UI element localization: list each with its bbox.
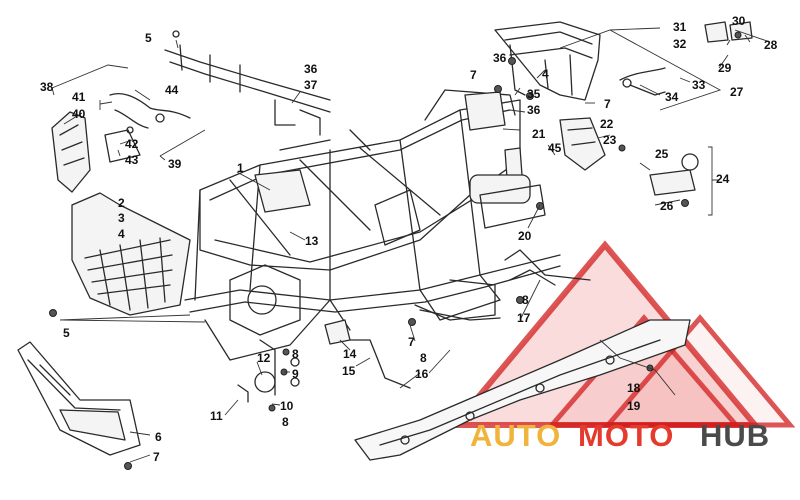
watermark-moto: MOTO — [578, 418, 674, 453]
callout-40: 40 — [72, 107, 86, 121]
callout-36: 36 — [527, 103, 541, 117]
front-grille — [71, 192, 191, 316]
callout-30: 30 — [732, 14, 746, 28]
callout-33: 33 — [692, 78, 706, 92]
watermark-wordmark: AUTO MOTO HUB — [470, 418, 770, 453]
callout-7: 7 — [153, 450, 160, 464]
callout-7: 7 — [470, 68, 477, 82]
rear-hitch-parts — [559, 21, 753, 196]
callout-29: 29 — [718, 61, 732, 75]
callout-35: 35 — [527, 87, 541, 101]
front-bumper — [17, 341, 141, 456]
upper-brackets — [164, 30, 331, 136]
callout-42: 42 — [125, 137, 139, 151]
callout-6: 6 — [155, 430, 162, 444]
callout-5: 5 — [145, 31, 152, 45]
callout-14: 14 — [343, 347, 357, 361]
callout-21: 21 — [532, 127, 546, 141]
group-brackets — [51, 27, 771, 216]
callout-8: 8 — [282, 415, 289, 429]
watermark-auto: AUTO — [470, 418, 561, 453]
watermark-hub: HUB — [700, 418, 770, 453]
callout-26: 26 — [660, 199, 674, 213]
callout-27: 27 — [730, 85, 744, 99]
lower-brackets — [237, 249, 591, 403]
callout-9: 9 — [292, 367, 299, 381]
callout-15: 15 — [342, 364, 356, 378]
skid-plate — [354, 319, 691, 461]
callout-11: 11 — [210, 409, 223, 423]
callout-4: 4 — [542, 67, 549, 81]
callout-44: 44 — [165, 83, 179, 97]
callout-5: 5 — [63, 326, 70, 340]
callout-41: 41 — [72, 90, 86, 104]
callout-24: 24 — [716, 172, 730, 186]
callout-18: 18 — [627, 381, 641, 395]
callout-23: 23 — [603, 133, 617, 147]
callout-20: 20 — [518, 229, 532, 243]
callout-8: 8 — [522, 293, 529, 307]
callout-43: 43 — [125, 153, 139, 167]
callout-7: 7 — [604, 97, 611, 111]
callout-45: 45 — [548, 141, 562, 155]
callout-8: 8 — [292, 347, 299, 361]
callout-39: 39 — [168, 157, 182, 171]
callout-8: 8 — [420, 351, 427, 365]
callout-36: 36 — [304, 62, 318, 76]
callout-22: 22 — [600, 117, 614, 131]
callout-34: 34 — [665, 90, 679, 104]
callout-7: 7 — [408, 335, 415, 349]
callout-2: 2 — [118, 196, 125, 210]
callout-16: 16 — [415, 367, 429, 381]
leader-lines — [59, 34, 751, 463]
callout-38: 38 — [40, 80, 54, 94]
rear-rack — [494, 21, 601, 101]
callout-12: 12 — [257, 351, 271, 365]
callout-10: 10 — [280, 399, 294, 413]
callout-19: 19 — [627, 399, 641, 413]
headlight-assembly — [51, 93, 191, 193]
callout-37: 37 — [304, 78, 318, 92]
callout-labels: 1 2 3 4 4 5 5 6 7 7 7 7 8 8 8 8 9 10 11 … — [40, 14, 778, 464]
callout-31: 31 — [673, 20, 687, 34]
callout-4: 4 — [118, 227, 125, 241]
callout-32: 32 — [673, 37, 687, 51]
callout-3: 3 — [118, 211, 125, 225]
callout-25: 25 — [655, 147, 669, 161]
callout-17: 17 — [517, 311, 531, 325]
callout-36: 36 — [493, 51, 507, 65]
callout-1: 1 — [237, 161, 244, 175]
callout-13: 13 — [305, 234, 319, 248]
main-frame — [184, 89, 561, 361]
callout-28: 28 — [764, 38, 778, 52]
